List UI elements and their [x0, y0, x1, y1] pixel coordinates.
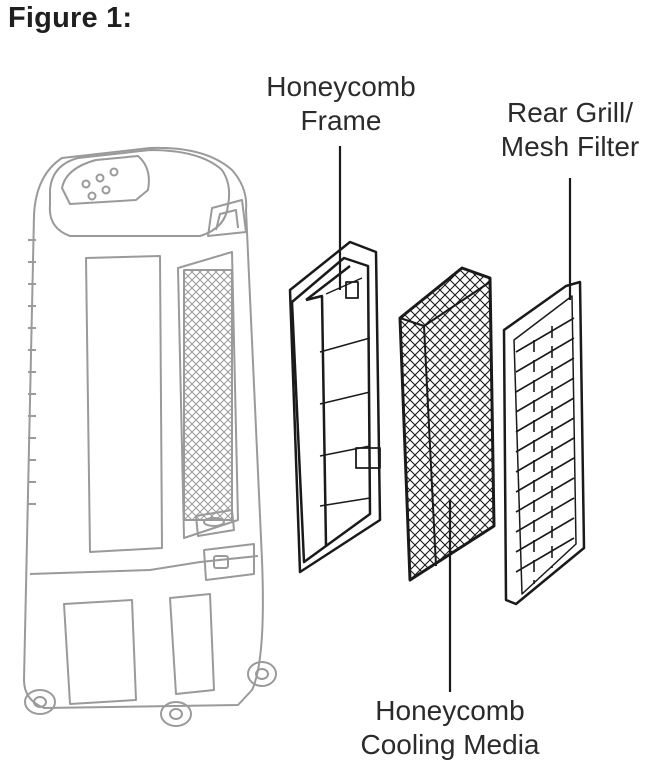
figure-title: Figure 1: — [8, 2, 133, 34]
cooling-media-label-line2: Cooling Media — [360, 729, 540, 760]
leader-lines — [338, 146, 572, 692]
rear-grill-label-line1: Rear Grill/ — [506, 97, 633, 128]
honeycomb-frame — [288, 240, 382, 574]
honeycomb-frame-label: Honeycomb Frame — [236, 70, 446, 138]
rear-grill-mesh-filter — [502, 280, 586, 606]
air-cooler-unit — [23, 146, 277, 727]
rear-grill-label-line2: Mesh Filter — [500, 131, 640, 162]
honeycomb-frame-label-line2: Frame — [300, 105, 382, 136]
honeycomb-frame-label-line1: Honeycomb — [266, 71, 416, 102]
cooling-media-label: Honeycomb Cooling Media — [330, 694, 570, 762]
rear-grill-label: Rear Grill/ Mesh Filter — [470, 96, 653, 164]
honeycomb-cooling-media — [398, 266, 496, 582]
cooling-media-label-line1: Honeycomb — [375, 695, 525, 726]
